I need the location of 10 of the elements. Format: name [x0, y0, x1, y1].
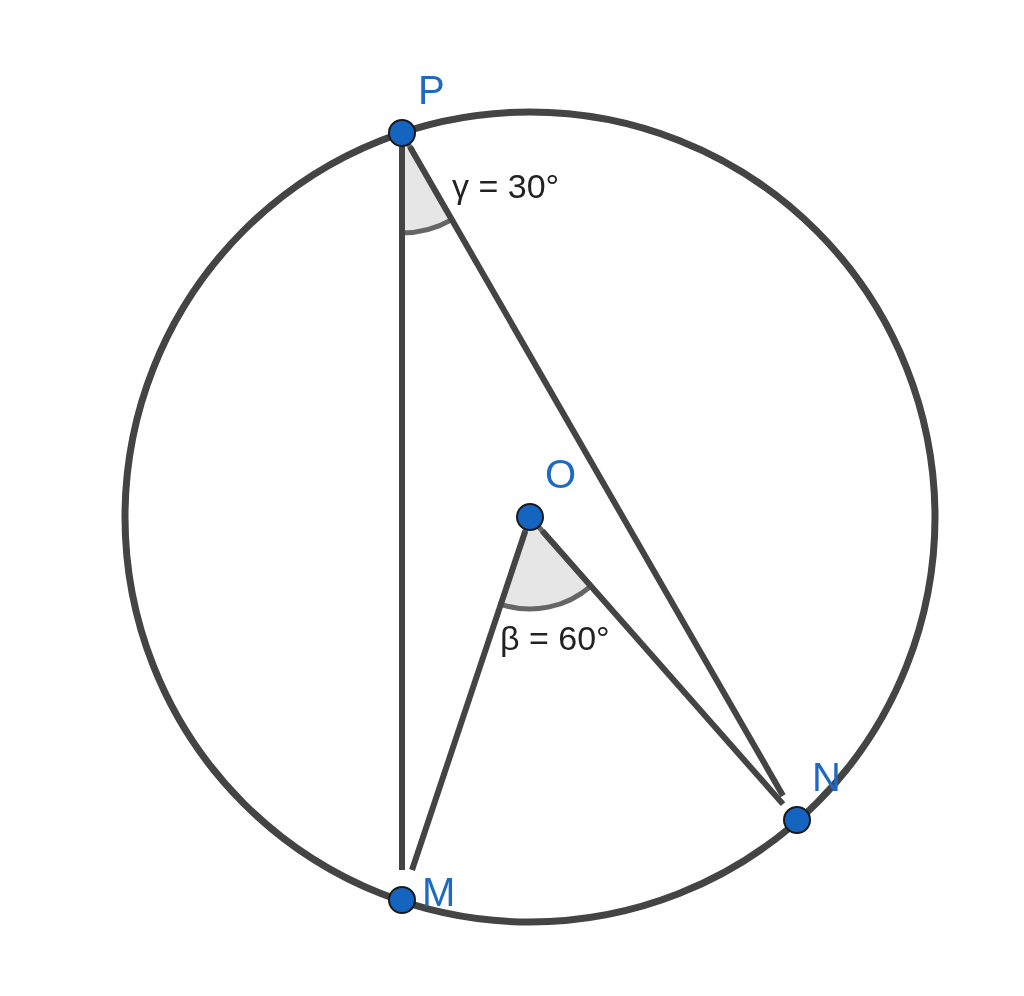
angle-label: β = 60° [500, 618, 610, 658]
point-label: N [812, 755, 841, 799]
line-segment [407, 145, 786, 798]
point-label: P [418, 68, 445, 112]
point-label: O [545, 452, 577, 496]
line-segment [540, 529, 786, 807]
line-segment [399, 147, 405, 870]
point-label: M [422, 870, 456, 914]
angle-label: γ = 30° [452, 166, 560, 206]
line-segment [409, 530, 529, 871]
